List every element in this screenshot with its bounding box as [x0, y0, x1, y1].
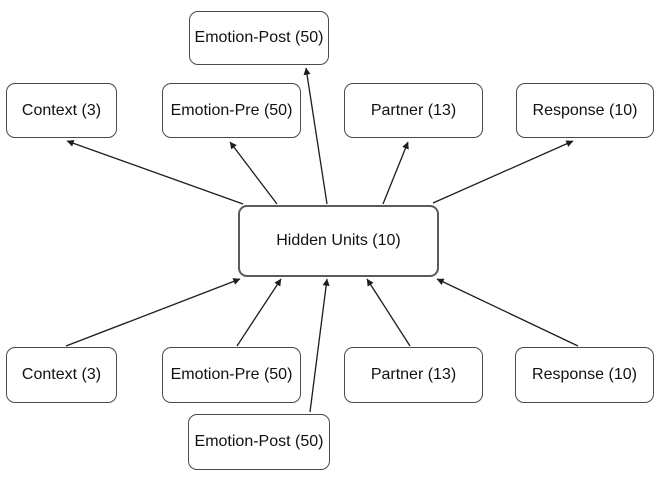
node-emotion-pre-top: Emotion-Pre (50)	[162, 83, 301, 138]
node-partner-bottom-label: Partner (13)	[370, 366, 457, 383]
arrow-hidden-to-emotion-post-top	[303, 67, 328, 205]
node-partner-top: Partner (13)	[344, 83, 483, 138]
arrow-context-bottom-to-hidden	[65, 278, 241, 347]
node-context-bottom-label: Context (3)	[21, 366, 102, 383]
node-emotion-post-bottom: Emotion-Post (50)	[188, 414, 330, 470]
arrow-hidden-to-response-top	[432, 140, 574, 204]
node-response-bottom-label: Response (10)	[532, 366, 637, 383]
arrow-response-bottom-to-hidden	[436, 278, 579, 347]
node-context-top-label: Context (3)	[21, 101, 102, 119]
node-emotion-post-top-label: Emotion-Post (50)	[194, 29, 324, 46]
arrow-hidden-to-partner-top	[382, 141, 409, 205]
arrow-partner-bottom-to-hidden	[366, 278, 411, 347]
arrow-emotion-post-bottom-to-hidden	[309, 278, 330, 413]
node-hidden-units-label: Hidden Units (10)	[276, 232, 401, 249]
node-emotion-pre-bottom-label: Emotion-Pre (50)	[170, 366, 293, 383]
arrow-hidden-to-context-top	[66, 139, 244, 205]
node-context-bottom: Context (3)	[6, 347, 117, 403]
arrow-emotion-pre-bottom-to-hidden	[236, 278, 282, 347]
node-hidden-units: Hidden Units (10)	[238, 205, 439, 277]
node-partner-bottom: Partner (13)	[344, 347, 483, 403]
node-partner-top-label: Partner (13)	[370, 101, 457, 119]
node-context-top: Context (3)	[6, 83, 117, 138]
node-response-top: Response (10)	[516, 83, 654, 138]
node-emotion-post-top: Emotion-Post (50)	[189, 11, 329, 65]
node-response-top-label: Response (10)	[532, 101, 638, 119]
node-emotion-post-bottom-label: Emotion-Post (50)	[194, 433, 324, 450]
node-emotion-pre-top-label: Emotion-Pre (50)	[170, 101, 293, 119]
node-response-bottom: Response (10)	[515, 347, 654, 403]
arrow-hidden-to-emotion-pre-top	[229, 141, 278, 205]
node-emotion-pre-bottom: Emotion-Pre (50)	[162, 347, 301, 403]
